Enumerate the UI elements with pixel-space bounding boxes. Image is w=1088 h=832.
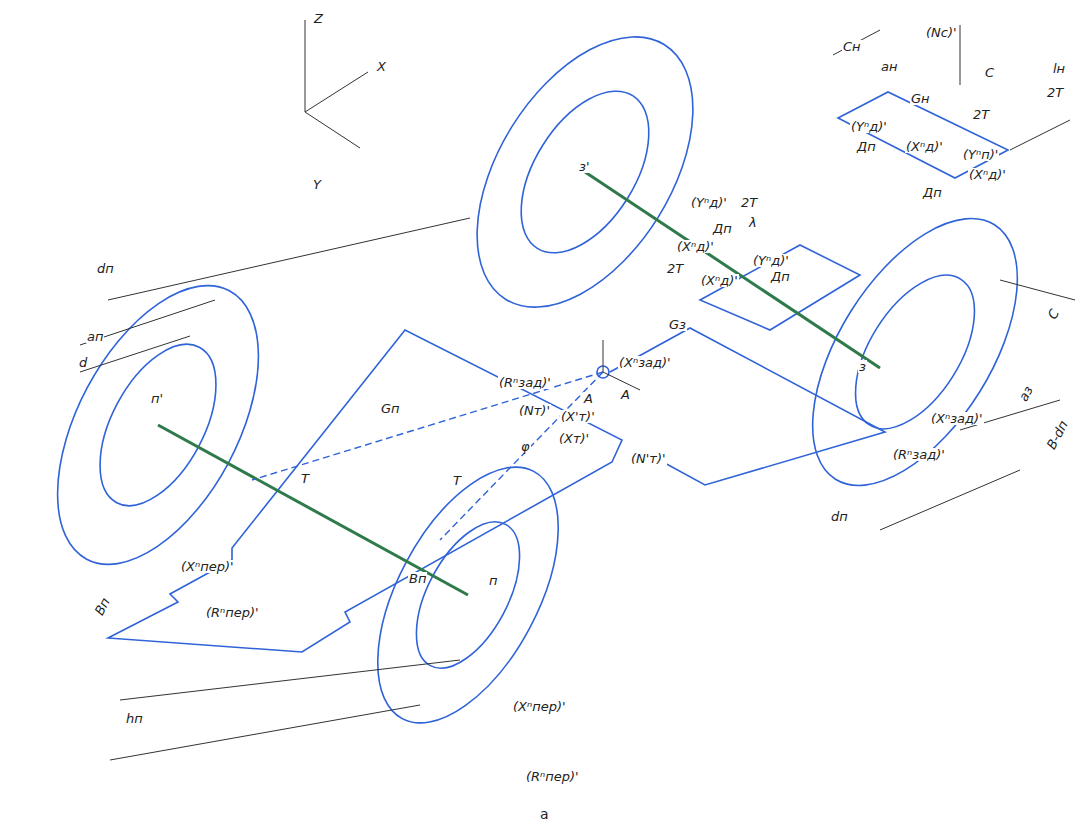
dimension-label: hп bbox=[125, 712, 144, 725]
dimension-label: (Yⁿд)' bbox=[690, 196, 728, 209]
dimension-label: (Xⁿзад)' bbox=[618, 356, 672, 369]
dimension-label: (Yⁿд)' bbox=[850, 120, 888, 133]
dimension-label: (Xⁿд)' bbox=[676, 240, 715, 253]
dimension-label: Cн bbox=[842, 40, 862, 53]
dimension-label: (Xт)' bbox=[558, 432, 590, 445]
dimension-label: з' bbox=[578, 160, 591, 173]
dimension-label: aн bbox=[880, 60, 898, 73]
dimension-label: Y bbox=[312, 178, 322, 191]
dimension-label: Gз bbox=[668, 318, 687, 331]
dimension-label: з bbox=[858, 360, 867, 373]
dimension-label: Gн bbox=[910, 92, 931, 105]
figure-caption: а bbox=[540, 806, 549, 822]
dimension-label: Дп bbox=[770, 270, 791, 283]
dimension-label: A bbox=[583, 392, 594, 405]
dimension-label: C bbox=[1045, 306, 1062, 322]
dimension-label: Z bbox=[313, 12, 324, 25]
dimension-label: (Rⁿзад)' bbox=[498, 376, 552, 389]
dimension-label: (Xⁿд)' bbox=[968, 168, 1007, 181]
dimension-label: (Nс)' bbox=[925, 26, 958, 39]
dimension-label: φ bbox=[520, 440, 531, 453]
dimension-label: (Xⁿзад)' bbox=[930, 412, 984, 425]
dimension-label: (Rⁿпер)' bbox=[205, 606, 260, 619]
dimension-label: (Xⁿд)' bbox=[905, 140, 944, 153]
dimension-label: (Yⁿд)' bbox=[752, 254, 790, 267]
dimension-label: Дп bbox=[922, 186, 943, 199]
dimension-label: п' bbox=[150, 392, 164, 405]
dimension-label: B-dп bbox=[1044, 418, 1071, 452]
dimension-label: (Nт)' bbox=[518, 404, 551, 417]
dimension-label: (Xⁿпер)' bbox=[512, 700, 567, 713]
dimension-label: Gп bbox=[380, 402, 401, 415]
dimension-label: X bbox=[376, 60, 387, 73]
dimension-label: п bbox=[488, 574, 499, 587]
dimension-label: 2T bbox=[972, 108, 990, 121]
dimension-label: d bbox=[78, 356, 88, 369]
dimension-label: 2T bbox=[666, 262, 684, 275]
dimension-label: λ bbox=[748, 216, 758, 229]
dimension-label: (Yⁿп)' bbox=[962, 148, 999, 161]
dimension-label: aп bbox=[86, 330, 104, 343]
dimension-label: (Xⁿд)' bbox=[700, 274, 739, 287]
dimension-label: dп bbox=[830, 510, 849, 523]
dimension-label: A bbox=[620, 388, 631, 401]
dimension-label: T bbox=[300, 472, 310, 485]
dimension-label: Bп bbox=[408, 572, 427, 585]
dimension-label: 2T bbox=[1046, 86, 1064, 99]
dimension-label: 2T bbox=[740, 196, 758, 209]
dimension-label: aз bbox=[1016, 383, 1035, 404]
dimension-label: (X'т)' bbox=[560, 410, 596, 423]
dimension-label: (Rⁿпер)' bbox=[525, 770, 580, 783]
dimension-label: (N'т)' bbox=[630, 452, 667, 465]
dimension-label: lн bbox=[1052, 62, 1066, 75]
dimension-label: Дп bbox=[856, 140, 877, 153]
dimension-label: Bп bbox=[92, 595, 113, 618]
dimension-label: (Rⁿзад)' bbox=[892, 448, 946, 461]
dimension-label: Дп bbox=[712, 222, 733, 235]
dimension-label: dп bbox=[96, 262, 115, 275]
dimension-label: T bbox=[452, 474, 462, 487]
dimension-label: (Xⁿпер)' bbox=[180, 560, 235, 573]
dimension-label: C bbox=[984, 66, 995, 79]
